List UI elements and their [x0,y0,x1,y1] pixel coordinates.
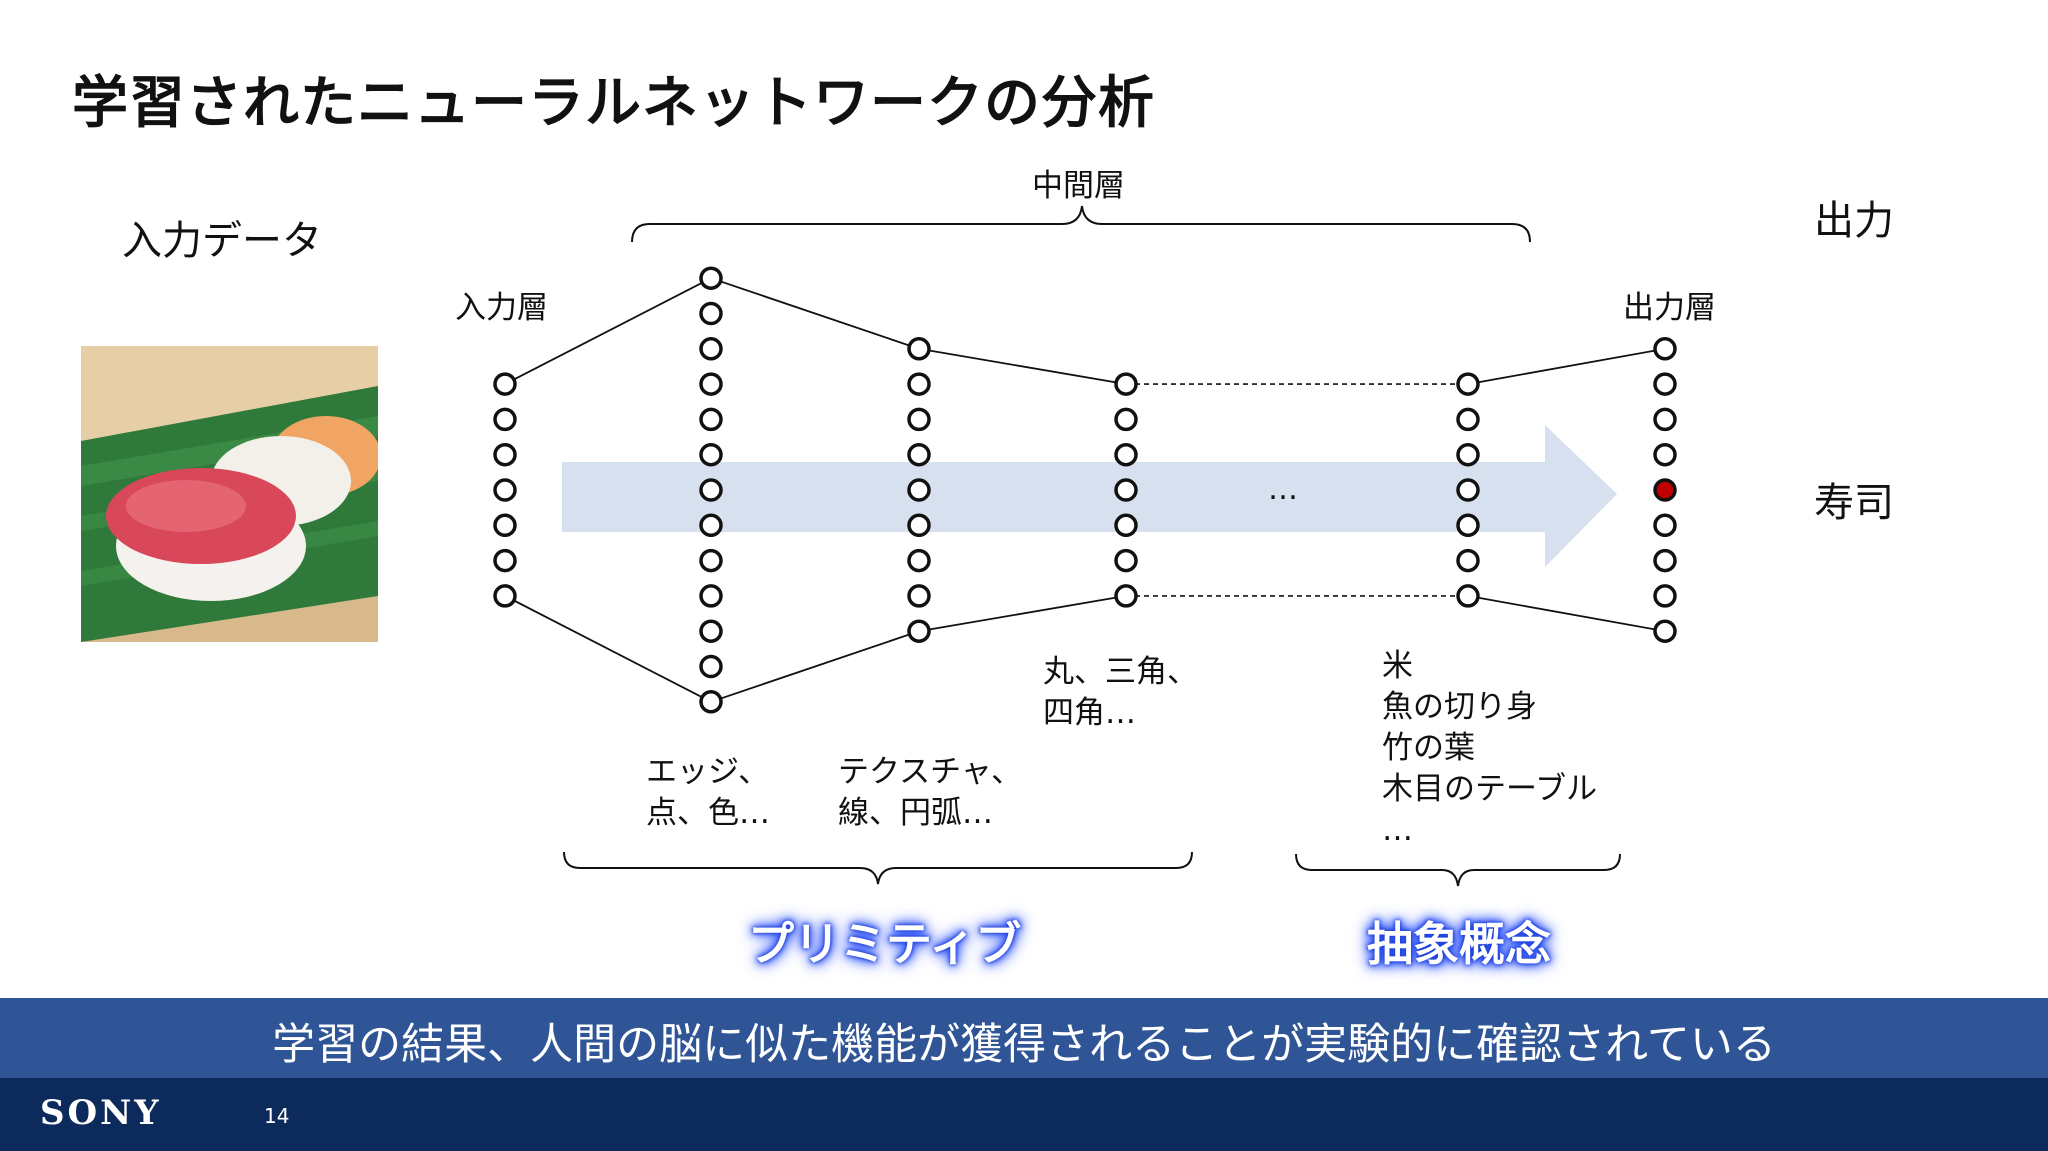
network-node [699,584,723,608]
network-node [1114,584,1138,608]
input-layer-label: 入力層 [455,290,548,326]
network-node [1456,513,1480,538]
abstract-brace [1295,853,1621,887]
network-node [699,337,723,361]
network-node [699,690,723,714]
network-link [504,277,712,385]
flow-arrow [562,425,1617,567]
network-node [699,301,723,326]
hidden-layers-ellipsis: … [1268,472,1298,507]
network-node [907,442,931,467]
network-node [907,337,931,361]
network-node [1456,442,1480,467]
network-node [1114,372,1138,396]
network-node [699,548,723,573]
network-node [1114,513,1138,538]
network-node [493,478,517,502]
network-node [699,619,723,643]
network-node [1456,407,1480,432]
network-node [907,478,931,502]
conclusion-text: 学習の結果、人間の脳に似た機能が獲得されることが実験的に確認されている [272,1020,1776,1070]
abstract-concept-label: 抽象概念 [1367,917,1551,971]
network-nodes [493,266,1677,714]
network-node [907,584,931,608]
feature-objects-text: 米 魚の切り身 竹の葉 木目のテーブル … [1382,648,1598,848]
footer-bar [0,1078,2048,1151]
sony-logo: SONY [40,1093,162,1133]
network-node [699,478,723,502]
network-node [907,372,931,396]
network-node [1653,442,1677,467]
network-link [710,277,920,350]
middle-layer-brace [631,205,1531,243]
network-node [907,407,931,432]
network-links [504,277,1666,703]
result-label: 寿司 [1814,480,1894,526]
network-node [907,548,931,573]
output-layer-label: 出力層 [1623,290,1716,326]
output-label: 出力 [1814,198,1894,244]
network-node [493,407,517,432]
network-node [1653,548,1677,573]
network-node [699,513,723,538]
network-link [1467,347,1666,385]
network-node [699,442,723,467]
input-data-label: 入力データ [122,218,322,264]
network-node [699,654,723,679]
network-node [907,513,931,538]
network-node [1114,548,1138,573]
network-node [907,619,931,643]
network-link [918,347,1127,385]
network-node [1653,513,1677,538]
network-node [493,548,517,573]
primitive-label: プリミティブ [748,917,1022,971]
network-node [1653,584,1677,608]
page-number: 14 [264,1104,290,1128]
active-output-node [1653,478,1677,502]
conclusion-banner [0,998,2048,1078]
network-node [699,372,723,396]
network-node [1114,478,1138,502]
network-node [1653,619,1677,643]
feature-edges-text: エッジ、 点、色… [646,754,770,831]
primitive-brace [563,851,1193,885]
network-link [710,630,920,703]
network-node [699,266,723,290]
network-node [1456,584,1480,608]
network-link [1467,595,1666,633]
network-node [1653,372,1677,396]
network-node [493,513,517,538]
feature-textures-text: テクスチャ、 線、円弧… [838,754,1023,831]
network-node [1114,442,1138,467]
network-node [493,372,517,396]
network-node [1114,407,1138,432]
network-node [1456,478,1480,502]
network-node [493,442,517,467]
feature-shapes-text: 丸、三角、 四角… [1043,654,1198,731]
sushi-image [81,346,381,642]
network-node [699,407,723,432]
network-node [1456,548,1480,573]
network-link [504,595,712,703]
network-link [918,595,1127,633]
middle-layer-label: 中間層 [1032,168,1125,204]
network-node [493,584,517,608]
network-node [1653,337,1677,361]
page-title: 学習されたニューラルネットワークの分析 [72,71,1155,136]
network-node [1653,407,1677,432]
network-node [1456,372,1480,396]
